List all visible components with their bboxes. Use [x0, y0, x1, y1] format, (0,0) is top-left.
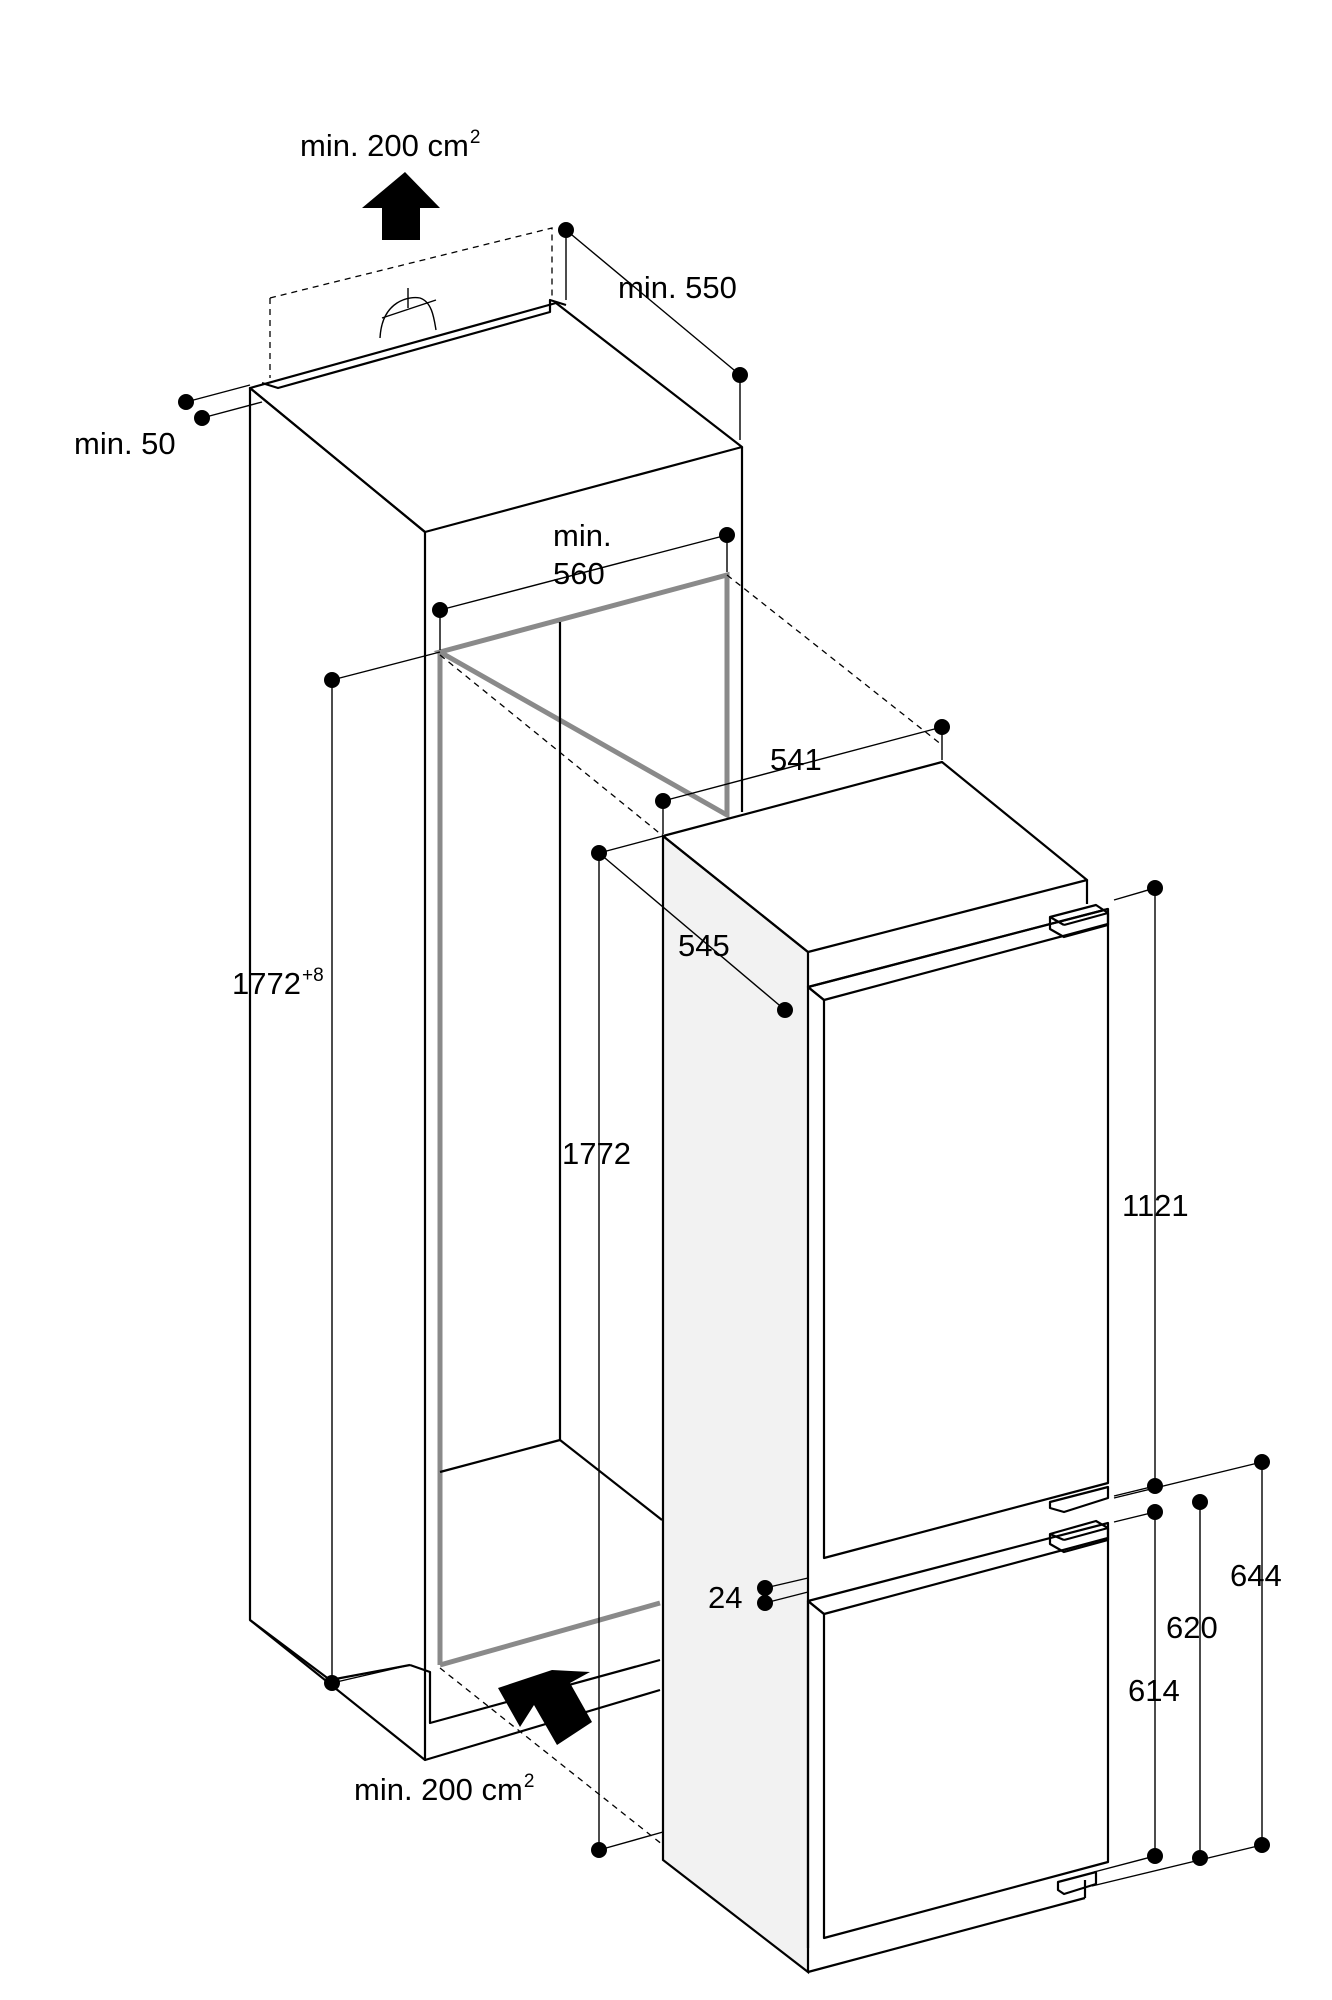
niche-interior — [439, 622, 663, 1521]
depth-min-label: min. 550 — [618, 270, 737, 305]
cabinet-housing — [248, 298, 744, 1762]
width-appliance-label: 541 — [770, 742, 822, 777]
dimension-dots — [178, 222, 1270, 1866]
dimension-lines — [185, 229, 1263, 1887]
vent-top-label: min. 200 cm2 — [300, 127, 481, 163]
vent-bottom-label: min. 200 cm2 — [354, 1771, 535, 1807]
lower-620-label: 620 — [1166, 1610, 1218, 1645]
upper-door-label: 1121 — [1122, 1188, 1189, 1223]
appliance-body — [661, 760, 1089, 1975]
airflow-arrow-in-icon — [498, 1670, 592, 1745]
gap-24-label: 24 — [708, 1580, 743, 1615]
gap-min-label: min. 50 — [74, 426, 176, 461]
niche-height-label: 1772+8 — [232, 965, 324, 1001]
hinge-brackets — [1048, 903, 1110, 1896]
top-vent-box — [269, 227, 553, 378]
width-min-label-b: 560 — [553, 556, 605, 591]
width-min-label-a: min. — [553, 518, 612, 553]
niche-frame — [433, 571, 730, 1668]
depth-appliance-label: 545 — [678, 928, 730, 963]
lower-614-label: 614 — [1128, 1673, 1180, 1708]
lower-644-label: 644 — [1230, 1558, 1282, 1593]
upper-door — [806, 907, 1110, 1560]
airflow-arrow-up-icon — [362, 172, 440, 240]
lower-door — [806, 1521, 1110, 1948]
appliance-height-label: 1772 — [562, 1136, 631, 1171]
